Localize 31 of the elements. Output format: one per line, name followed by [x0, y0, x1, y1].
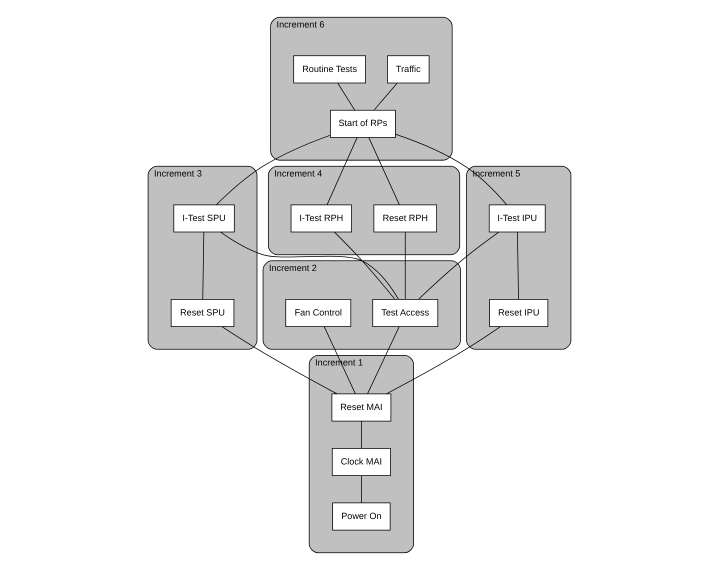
- node-box: Routine Tests: [292, 55, 366, 84]
- node-box: Test Access: [372, 299, 438, 327]
- node-box: Reset SPU: [170, 299, 234, 327]
- node-box: I-Test RPH: [290, 204, 352, 232]
- connector: [334, 232, 395, 300]
- connector: [336, 82, 355, 111]
- connector: [216, 134, 330, 206]
- node-box: Clock MAI: [331, 448, 390, 476]
- connector: [516, 232, 518, 300]
- connector: [366, 326, 400, 394]
- connector: [326, 137, 357, 205]
- node-box: I-Test SPU: [172, 204, 234, 232]
- connector: [394, 134, 506, 205]
- connector: [385, 326, 500, 394]
- node-box: Start of RPs: [330, 110, 396, 138]
- connector: [404, 232, 406, 300]
- node-box: Power On: [332, 502, 390, 530]
- node-box: Fan Control: [284, 299, 351, 327]
- connector: [360, 421, 362, 449]
- connector: [202, 232, 204, 300]
- node-box: Traffic: [386, 55, 429, 84]
- connector: [418, 232, 499, 300]
- connector: [221, 326, 337, 394]
- connector: [368, 137, 400, 205]
- connector: [373, 82, 397, 111]
- node-box: Reset MAI: [331, 394, 391, 422]
- node-box: I-Test IPU: [488, 204, 546, 232]
- connector: [360, 475, 362, 504]
- node-box: Reset RPH: [373, 204, 437, 232]
- node-box: Reset IPU: [488, 299, 548, 327]
- connector: [220, 232, 398, 300]
